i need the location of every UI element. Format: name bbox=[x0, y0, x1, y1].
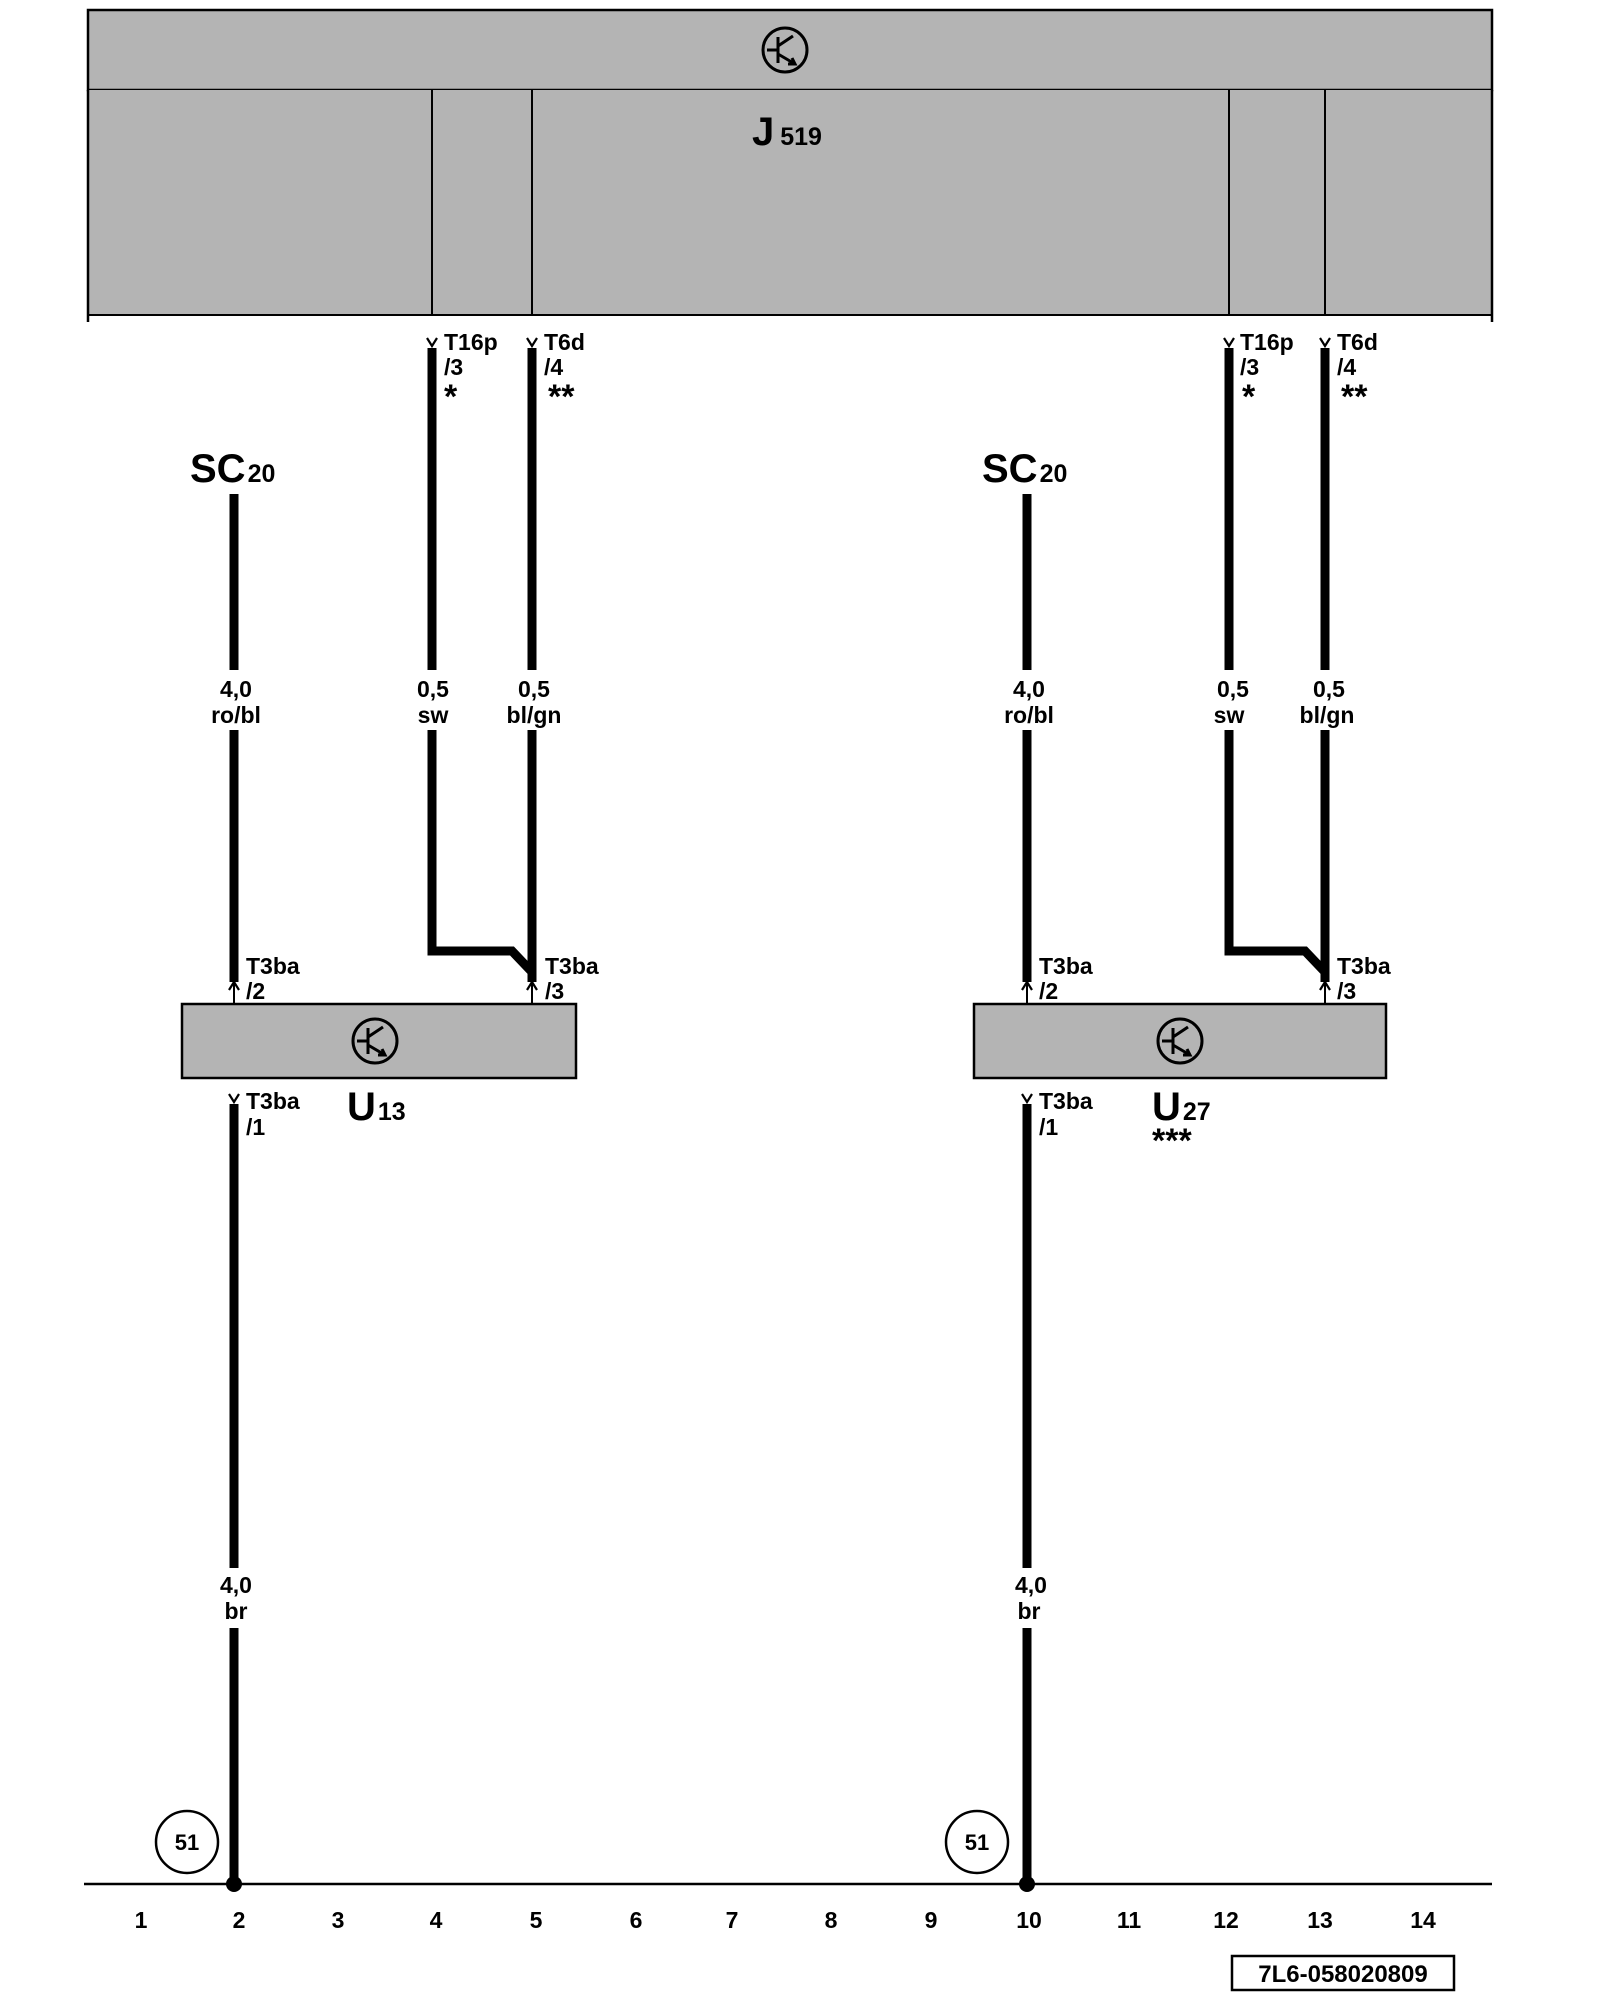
connector-right-t6d: T6d /4 ** bbox=[1318, 329, 1378, 416]
document-id: 7L6-058020809 bbox=[1258, 1961, 1427, 1988]
column-number: 4 bbox=[430, 1907, 443, 1933]
u27-pin-in-b-name: T3ba bbox=[1337, 953, 1391, 979]
wire-left-supply-color: ro/bl bbox=[211, 702, 261, 728]
wire-right-sw bbox=[1224, 348, 1330, 982]
connector-left-t6d: T6d /4 ** bbox=[525, 329, 585, 416]
module-u13-label: U13 bbox=[347, 1085, 406, 1129]
connector-left-t6d-mark: ** bbox=[548, 378, 575, 416]
u27-pin-in-a-name: T3ba bbox=[1039, 953, 1093, 979]
wire-left-sw-color: sw bbox=[418, 702, 449, 728]
connector-right-t6d-pin: /4 bbox=[1337, 354, 1356, 380]
u13-pin-in-a-pin: /2 bbox=[246, 978, 265, 1004]
u13-pin-in-b-pin: /3 bbox=[545, 978, 564, 1004]
column-number: 7 bbox=[726, 1907, 739, 1933]
connector-right-t16p-pin: /3 bbox=[1240, 354, 1259, 380]
column-number: 12 bbox=[1213, 1907, 1239, 1933]
wire-left-supply-gauge: 4,0 bbox=[220, 676, 252, 702]
column-number: 11 bbox=[1117, 1907, 1142, 1933]
column-number: 9 bbox=[925, 1907, 938, 1933]
column-number: 13 bbox=[1307, 1907, 1333, 1933]
column-number: 5 bbox=[530, 1907, 543, 1933]
connector-left-t6d-name: T6d bbox=[544, 329, 585, 355]
module-u13: U13 bbox=[180, 980, 578, 1129]
column-number: 14 bbox=[1410, 1907, 1436, 1933]
module-j519-name: J bbox=[752, 110, 774, 154]
wire-right-ground-gauge: 4,0 bbox=[1015, 1572, 1047, 1598]
column-number: 10 bbox=[1016, 1907, 1042, 1933]
column-numbers: 1 2 3 4 5 6 7 8 9 10 11 12 13 14 bbox=[135, 1907, 1436, 1933]
u13-pin-in-b-name: T3ba bbox=[545, 953, 599, 979]
column-number: 2 bbox=[233, 1907, 246, 1933]
wire-left-sw-gauge: 0,5 bbox=[417, 676, 449, 702]
u13-pin-out-pin: /1 bbox=[246, 1114, 265, 1140]
column-number: 1 bbox=[135, 1907, 148, 1933]
wire-right-supply-color: ro/bl bbox=[1004, 702, 1054, 728]
wire-left-blgn-gauge: 0,5 bbox=[518, 676, 550, 702]
junction-dot-left bbox=[226, 1876, 242, 1892]
connector-right-t16p-name: T16p bbox=[1240, 329, 1294, 355]
wire-right-sw-color: sw bbox=[1214, 702, 1245, 728]
u27-pin-out-pin: /1 bbox=[1039, 1114, 1058, 1140]
module-u27-label: U27 bbox=[1152, 1085, 1211, 1129]
module-j519-sub: 519 bbox=[780, 123, 822, 151]
junction-dot-right bbox=[1019, 1876, 1035, 1892]
module-u27: U27 *** bbox=[972, 980, 1388, 1160]
u13-pin-in-a-name: T3ba bbox=[246, 953, 300, 979]
connector-left-t6d-pin: /4 bbox=[544, 354, 563, 380]
connector-left-t16p-mark: * bbox=[444, 378, 458, 416]
wire-left-sw bbox=[427, 348, 537, 982]
column-number: 3 bbox=[332, 1907, 345, 1933]
wire-right-blgn-color: bl/gn bbox=[1300, 702, 1355, 728]
ground-ref-left: 51 bbox=[154, 1809, 220, 1875]
supply-right-label: SC20 bbox=[982, 447, 1067, 491]
wire-right-blgn-gauge: 0,5 bbox=[1313, 676, 1345, 702]
u13-pin-out-name: T3ba bbox=[246, 1088, 300, 1114]
svg-text:51: 51 bbox=[175, 1830, 199, 1855]
wire-left-blgn-color: bl/gn bbox=[507, 702, 562, 728]
connector-left-t16p-name: T16p bbox=[444, 329, 498, 355]
wire-right-sw-gauge: 0,5 bbox=[1217, 676, 1249, 702]
connector-right-t6d-name: T6d bbox=[1337, 329, 1378, 355]
wire-left-ground-color: br bbox=[225, 1598, 248, 1624]
u27-pin-in-a-pin: /2 bbox=[1039, 978, 1058, 1004]
wire-left-ground-gauge: 4,0 bbox=[220, 1572, 252, 1598]
connector-left-t16p: T16p /3 * bbox=[425, 329, 498, 416]
column-number: 6 bbox=[630, 1907, 643, 1933]
document-id-box: 7L6-058020809 bbox=[1230, 1954, 1456, 1992]
wire-right-ground-color: br bbox=[1018, 1598, 1041, 1624]
supply-left-label: SC20 bbox=[190, 447, 275, 491]
connector-right-t16p: T16p /3 * bbox=[1222, 329, 1294, 416]
u27-pin-out-name: T3ba bbox=[1039, 1088, 1093, 1114]
svg-text:51: 51 bbox=[965, 1830, 989, 1855]
ground-ref-right: 51 bbox=[944, 1809, 1010, 1875]
connector-left-t16p-pin: /3 bbox=[444, 354, 463, 380]
connector-right-t6d-mark: ** bbox=[1341, 378, 1368, 416]
column-number: 8 bbox=[825, 1907, 838, 1933]
u27-pin-in-b-pin: /3 bbox=[1337, 978, 1356, 1004]
module-u27-mark: *** bbox=[1152, 1122, 1192, 1160]
wire-right-supply-gauge: 4,0 bbox=[1013, 676, 1045, 702]
connector-right-t16p-mark: * bbox=[1242, 378, 1256, 416]
